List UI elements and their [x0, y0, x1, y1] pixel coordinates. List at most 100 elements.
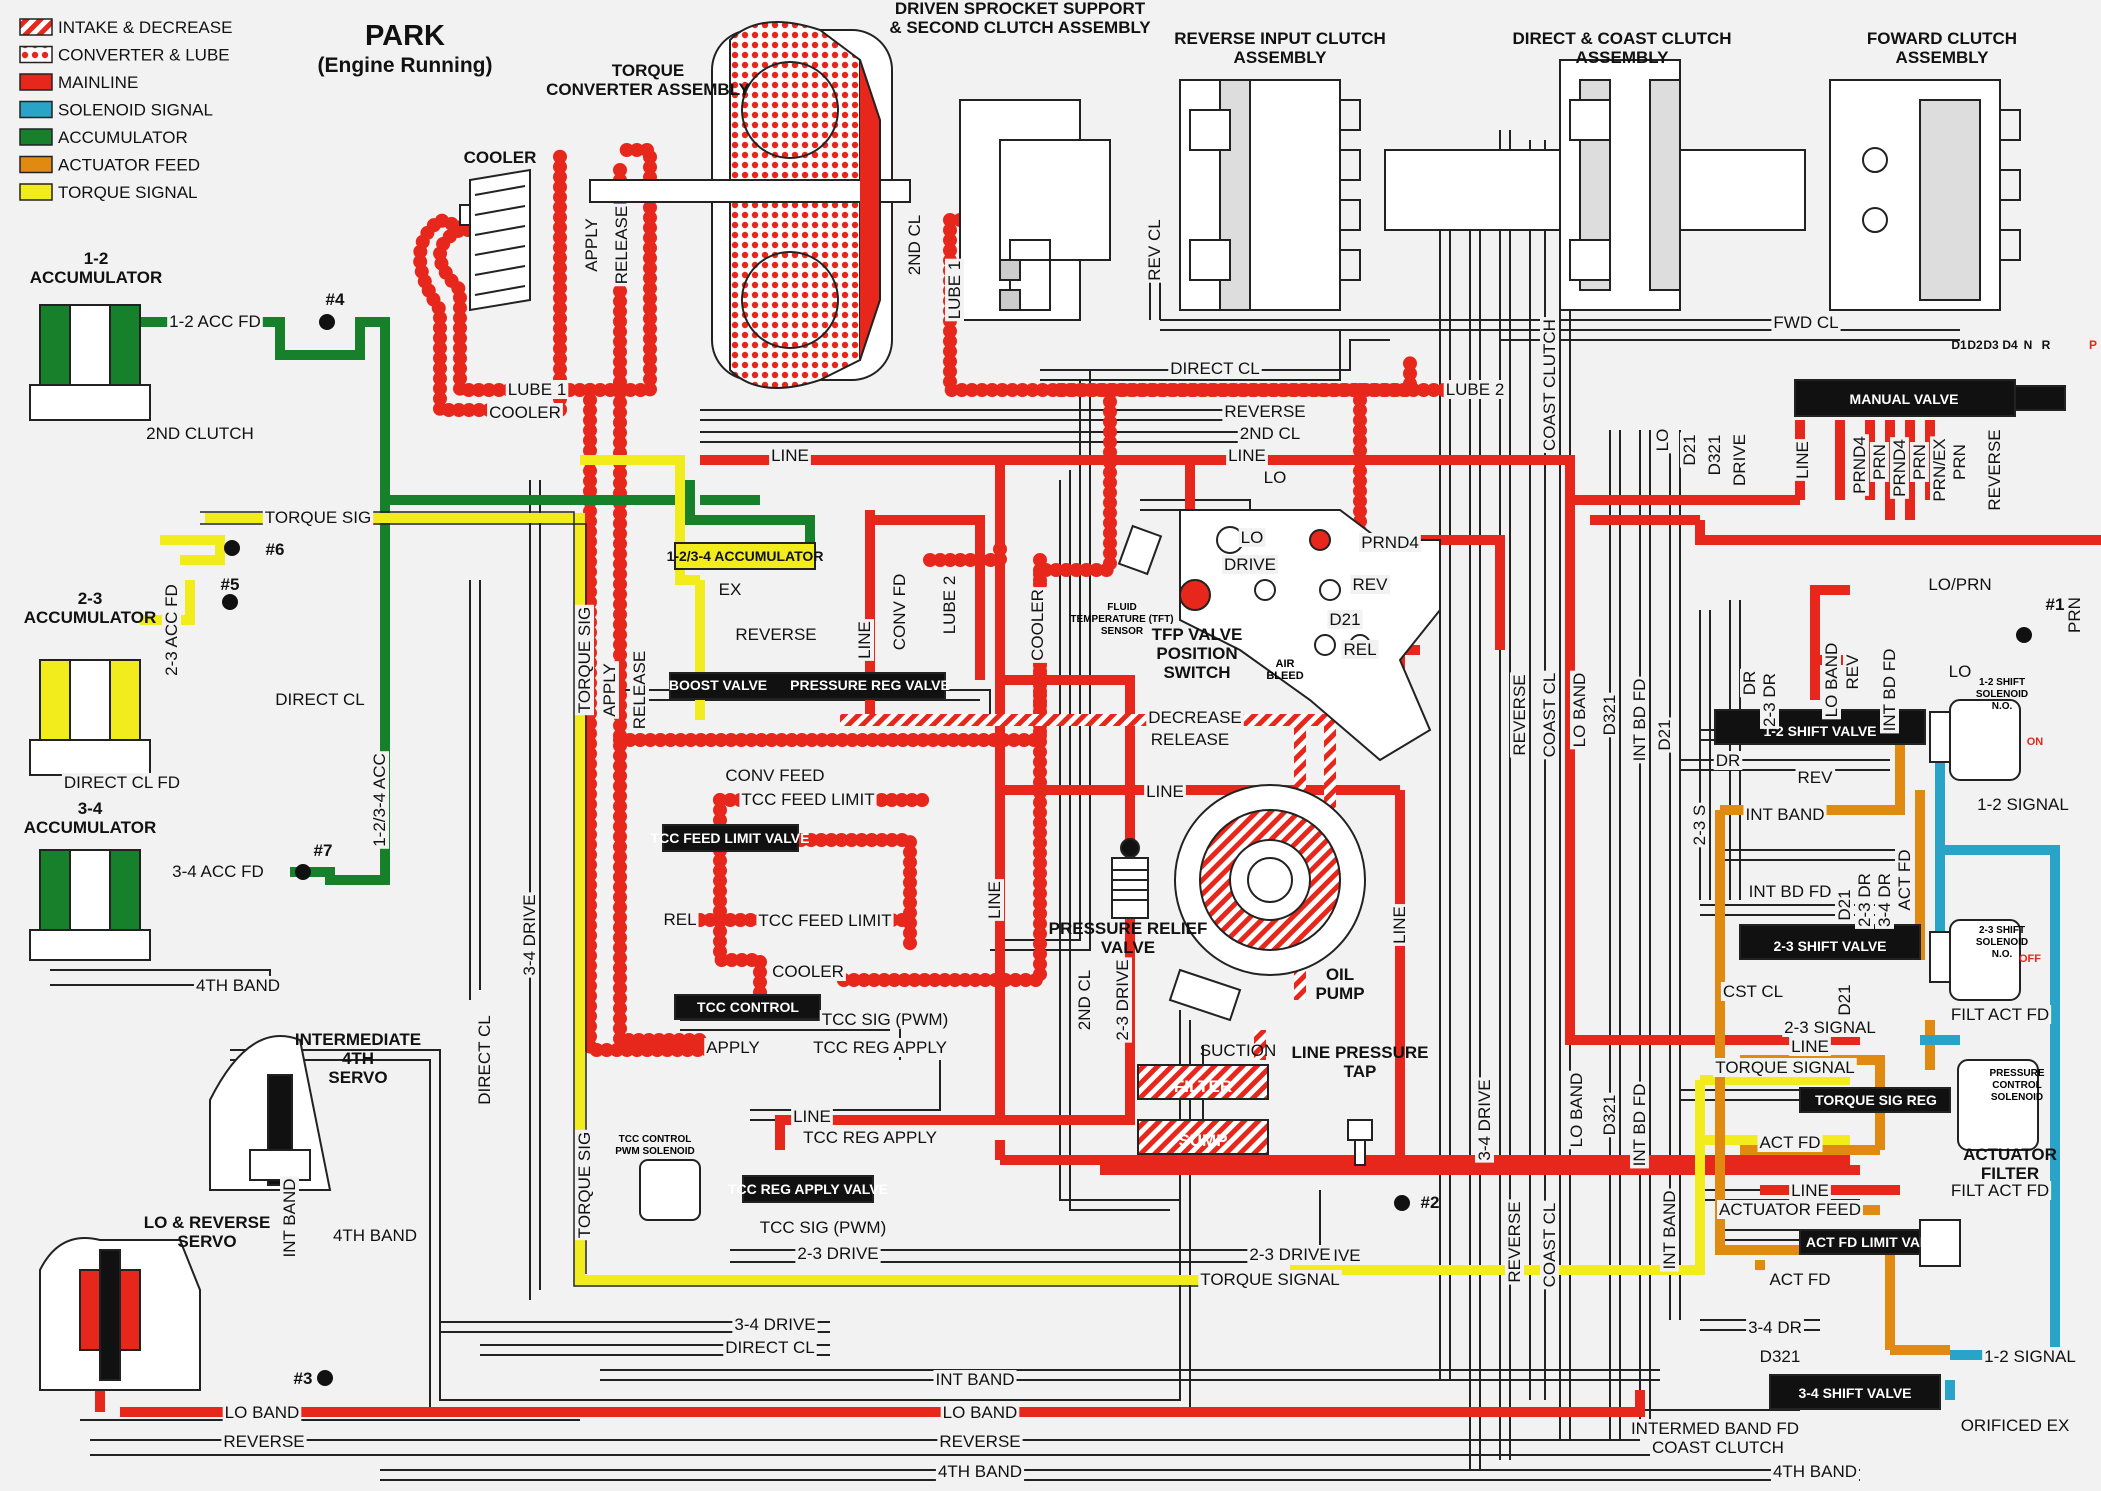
checkball-6: #6	[266, 540, 285, 559]
circuit-label: REVERSE	[223, 1432, 304, 1451]
legend-swatch	[19, 73, 53, 91]
circuit-label: LO	[1949, 662, 1972, 681]
circuit-label-bg	[1746, 1318, 1804, 1337]
reverse-input-clutch-drawing	[1179, 79, 1361, 311]
valve-tcc-control[interactable]: TCC CONTROL	[697, 999, 799, 1015]
legend-swatch	[19, 155, 53, 174]
circuit-label: 2-3 S	[1690, 805, 1709, 846]
valve-tcc-feed-limit[interactable]: TCC FEED LIMIT VALVE	[651, 830, 810, 846]
diagram-subtitle: (Engine Running)	[318, 54, 493, 77]
valve-shift-23[interactable]: 2-3 SHIFT VALVE	[1773, 938, 1886, 954]
circuit-label-bg	[1247, 1245, 1333, 1264]
checkball-5: #5	[221, 575, 240, 594]
circuit-label: DECREASE	[1148, 708, 1242, 727]
circuit-label-bg	[733, 625, 819, 644]
manual-position-d1: D1	[1951, 338, 1967, 352]
valve-bodies	[662, 379, 2066, 1410]
circuit-label: REV	[1353, 575, 1389, 594]
valve-manual[interactable]: MANUAL VALVE	[1850, 391, 1959, 407]
circuit-label: D321	[1600, 695, 1619, 736]
circuit-label: REVERSE	[1505, 1201, 1524, 1282]
circuit-label-bg	[1443, 380, 1507, 399]
circuit-label: D21	[1655, 719, 1674, 750]
circuit-label: TCC REG APPLY	[803, 1128, 937, 1147]
valve-shift-12[interactable]: 1-2 SHIFT VALVE	[1763, 723, 1876, 739]
circuit-label: LINE	[793, 1107, 831, 1126]
circuit-label-bg	[167, 312, 263, 331]
circuit-label: REVERSE	[735, 625, 816, 644]
legend-label: INTAKE & DECREASE	[58, 18, 232, 37]
cooler-heading: COOLER	[464, 148, 537, 167]
circuit-label-bg	[732, 1315, 818, 1334]
circuit-label-bg	[945, 258, 964, 322]
circuit-label: PRN	[2065, 597, 2084, 633]
circuit-label-bg	[1567, 1070, 1586, 1150]
circuit-label-bg	[505, 380, 569, 399]
suction-label: SUCTION	[1200, 1041, 1277, 1060]
circuit-label-bg	[1843, 651, 1862, 692]
circuit-label: TCC FEED LIMIT	[758, 911, 891, 930]
circuit-label: REV CL	[1145, 219, 1164, 280]
circuit-label: DRIVE	[1730, 434, 1749, 486]
circuit-label-bg	[1222, 555, 1278, 574]
circuit-label: TORQUE SIGNAL	[1715, 1058, 1855, 1077]
circuit-label-bg	[1261, 468, 1289, 487]
circuit-label-bg	[905, 212, 924, 278]
circuit-label: PRN	[1870, 444, 1889, 480]
circuit-label-bg	[1870, 442, 1889, 482]
circuit-label: ORIFICED EX	[1961, 1416, 2070, 1435]
circuit-label: REVERSE	[1985, 429, 2004, 510]
circuit-label-bg	[1950, 442, 1969, 482]
manual-position-n: N	[2024, 338, 2033, 352]
circuit-label: ACT FD	[1769, 1270, 1830, 1289]
circuit-label: TCC SIG (PWM)	[760, 1218, 887, 1237]
valve-torque-sig-reg[interactable]: TORQUE SIG REG	[1815, 1092, 1937, 1108]
sump-label: SUMP	[1178, 1131, 1227, 1150]
circuit-label: COAST CLUTCH	[1540, 319, 1559, 451]
circuit-label: REVERSE	[939, 1432, 1020, 1451]
manual-position-p: P	[2089, 338, 2097, 352]
circuit-label: D21	[1835, 984, 1854, 1015]
circuit-label-bg	[1948, 1181, 2052, 1200]
valve-shift-34[interactable]: 3-4 SHIFT VALVE	[1798, 1385, 1911, 1401]
circuit-label: LINE	[1146, 782, 1184, 801]
circuit-label: 1-2/3-4 ACC	[370, 753, 389, 847]
circuit-label: LINE	[771, 446, 809, 465]
circuit-label-bg	[1660, 1188, 1679, 1272]
circuit-label: 2ND CLUTCH	[146, 424, 254, 443]
circuit-label: D321	[1760, 1347, 1801, 1366]
legend-swatch	[19, 128, 53, 146]
circuit-label: LO BAND	[1822, 643, 1841, 718]
forward-clutch-drawing	[1829, 79, 2021, 311]
circuit-label-bg	[1327, 610, 1363, 629]
pressure-relief-drawing	[1111, 838, 1149, 919]
valve-acc-1234[interactable]: 1-2/3-4 ACCUMULATOR	[667, 548, 824, 564]
acc-12-drawing	[29, 304, 151, 421]
valve-boost[interactable]: BOOST VALVE	[669, 677, 767, 693]
circuit-label-bg	[1789, 1037, 1831, 1056]
circuit-label: REL	[663, 910, 696, 929]
circuit-label-bg	[1713, 751, 1743, 770]
circuit-label: LO BAND	[225, 1403, 300, 1422]
circuit-label-bg	[1746, 882, 1834, 901]
circuit-label-bg	[933, 1370, 1017, 1389]
circuit-label-bg	[791, 1107, 833, 1126]
valve-pressure-reg[interactable]: PRESSURE REG VALVE	[790, 677, 950, 693]
circuit-label: COOLER	[489, 403, 561, 422]
circuit-label-bg	[280, 1176, 299, 1260]
circuit-label: LINE	[1791, 1181, 1829, 1200]
valve-tcc-reg-apply[interactable]: TCC REG APPLY VALVE	[728, 1181, 888, 1197]
circuit-label: 3-4 DRIVE	[520, 894, 539, 975]
circuit-label-bg	[1910, 442, 1929, 482]
circuit-label: PRND4	[1361, 533, 1419, 552]
circuit-label-bg	[757, 1218, 889, 1237]
circuit-label-bg	[1570, 670, 1589, 750]
valve-act-fd-limit[interactable]: ACT FD LIMIT VALVE	[1806, 1234, 1946, 1250]
circuit-label: PRND4	[1890, 439, 1909, 497]
